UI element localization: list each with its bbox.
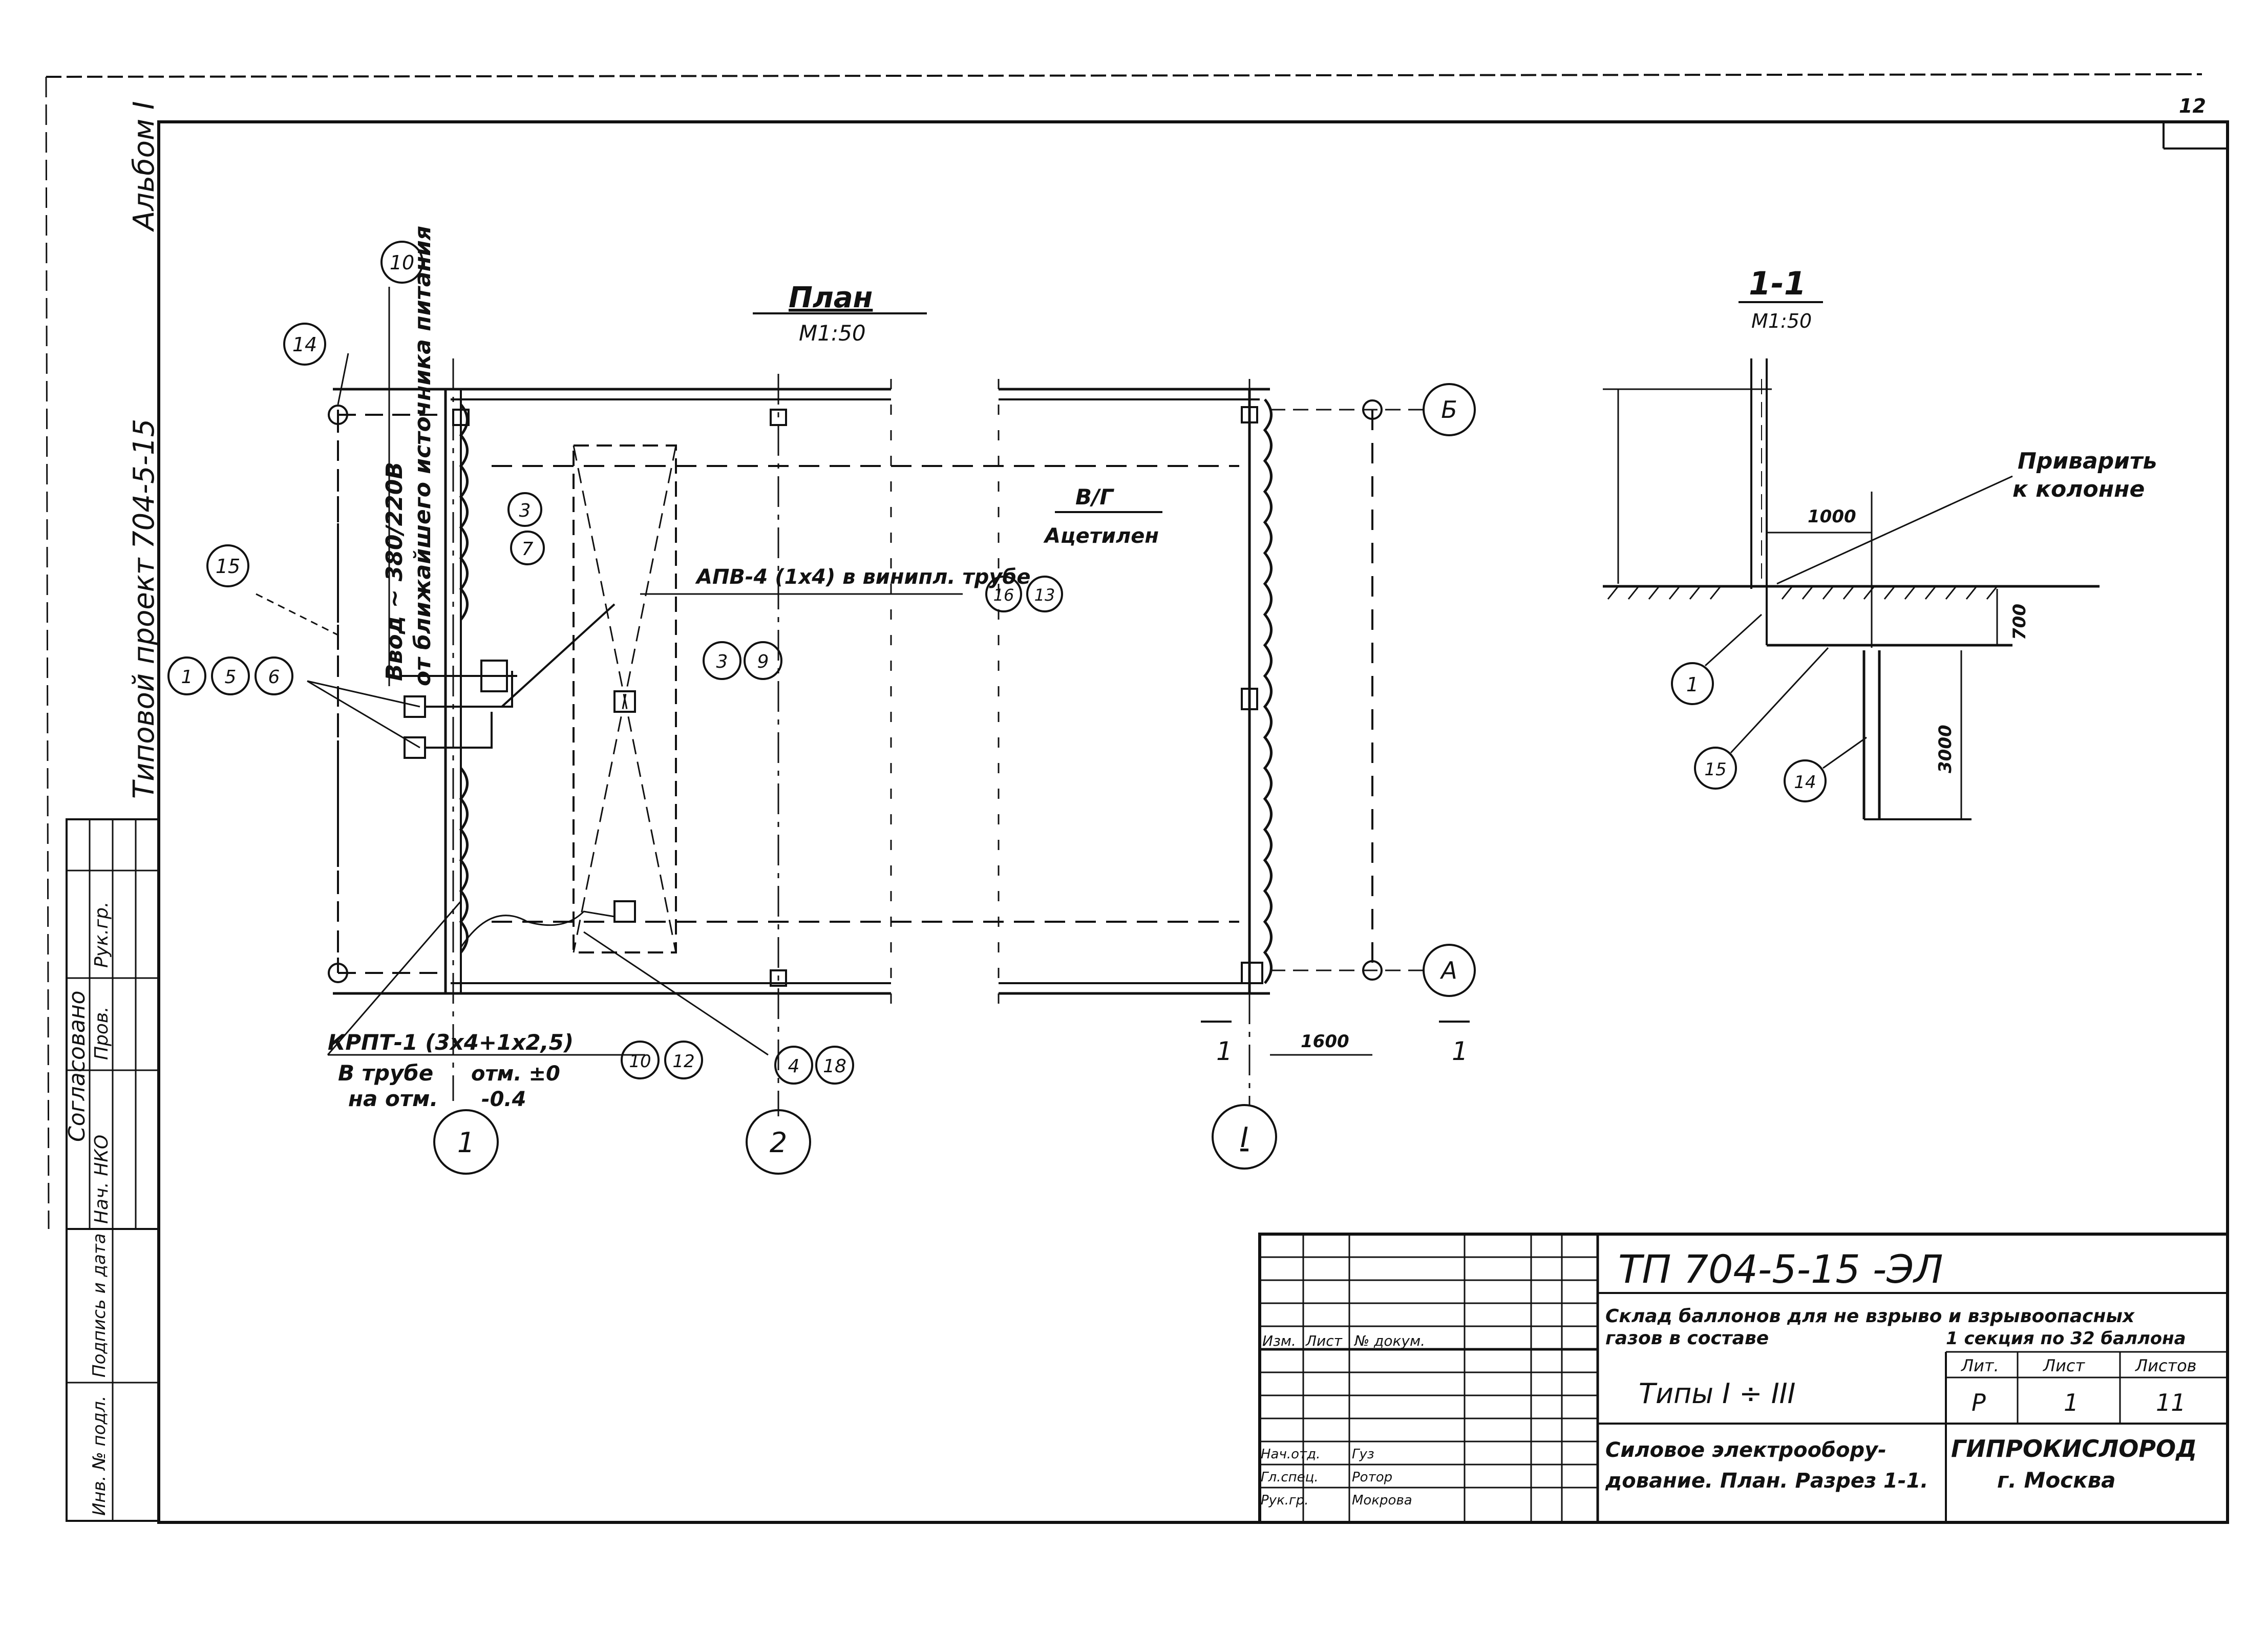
dim-700: 700 [2009,604,2030,640]
inv-label: Инв. № подл. [89,1395,110,1516]
input-label: Ввод ~ 380/220В [381,462,408,681]
weld-note-1: Приварить [2018,448,2157,474]
section-balloon-14: 14 [1794,772,1816,793]
balloon-18: 18 [823,1056,846,1077]
approval-title: Согласовано [64,990,90,1142]
plan-scale: М1:50 [799,321,866,346]
source-label: от ближайшего источника питания [410,226,436,686]
balloon-9: 9 [757,651,769,672]
balloon-3b: 3 [716,651,728,672]
dim-1600: 1600 [1301,1031,1349,1052]
approval-row-3: Рук.гр. [91,902,112,968]
tb-row-glspec: Гл.спец. [1261,1470,1319,1485]
balloon-5: 5 [225,667,237,688]
axis-markers: 1 2 I Б А [433,383,1476,1175]
tb-code: ТП 704-5-15 -ЭЛ [1618,1246,1943,1292]
section-balloon-15: 15 [1704,759,1726,780]
tb-name-2: Ротор [1352,1470,1392,1485]
dim-3000: 3000 [1935,725,1956,773]
pipe-note-2: на отм. [348,1086,438,1111]
balloon-16: 16 [993,585,1014,605]
weld-note-2: к колонне [2012,476,2145,502]
tb-row-list: Лист [1305,1332,1343,1349]
approval-row-2: Пров. [91,1006,112,1060]
axis-2: 2 [770,1127,787,1159]
section-mark-left: 1 [1216,1036,1233,1066]
dim-1000: 1000 [1808,506,1856,527]
balloon-10b: 10 [629,1051,651,1072]
axis-I: I [1240,1121,1248,1154]
level-1: отм. ±0 [471,1062,560,1086]
balloon-15: 15 [216,555,240,578]
balloon-1: 1 [181,667,193,688]
level-2: -0.4 [481,1088,526,1111]
balloon-10: 10 [390,251,414,274]
tb-organization: ГИПРОКИСЛОРОД [1951,1435,2197,1462]
tb-city: г. Москва [1997,1468,2116,1493]
tb-drawing-name-1: Силовое электрообору- [1605,1438,1887,1462]
pipe-note-1: В трубе [338,1061,433,1086]
vessel-note-1: В/Г [1075,484,1114,510]
balloon-12: 12 [672,1051,694,1072]
tb-desc-2: газов в составе [1605,1328,1769,1349]
tb-name-1: Гуз [1352,1447,1374,1462]
tb-types: Типы I ÷ III [1639,1377,1795,1410]
sheet-number: 12 [2179,95,2206,117]
balloon-4: 4 [788,1056,800,1077]
tb-stage-header: Лит. [1961,1356,1999,1375]
tb-sheets: 11 [2156,1389,2186,1416]
title-block: Изм. Лист № докум. Нач.отд. Гл.спец. Рук… [1258,1233,2229,1524]
vessel-note-2: Ацетилен [1043,524,1159,548]
tb-row-nach: Нач.отд. [1261,1447,1320,1462]
section-mark-right: 1 [1452,1036,1468,1066]
section-scale: М1:50 [1751,310,1812,332]
section-view: 1-1 М1:50 1000 700 3000 Приварить к коло… [1603,265,2157,820]
tb-desc-1: Склад баллонов для не взрыво и взрывоопа… [1605,1306,2135,1327]
balloon-6: 6 [268,667,280,688]
sheet-frame [45,73,2229,1524]
balloon-13: 13 [1034,585,1055,605]
tb-row-doc: № докум. [1353,1332,1425,1349]
cable-krpt-label: КРПТ-1 (3х4+1х2,5) [328,1030,574,1055]
cable-apv-label: АПВ-4 (1х4) в винипл. трубе [695,565,1030,589]
album-label: Альбом I [128,101,161,232]
tb-desc-3: 1 секция по 32 баллона [1946,1328,2186,1349]
balloon-7: 7 [522,539,534,560]
tb-row-rukgr: Рук.гр. [1261,1493,1308,1508]
axis-1: 1 [457,1127,475,1159]
balloon-3a: 3 [519,500,531,521]
tb-row-izm: Изм. [1262,1332,1296,1349]
wavy-wall-left [459,404,469,953]
approval-block: Согласовано Нач. НКО Пров. Рук.гр. Подпи… [64,818,160,1522]
project-label: Типовой проект 704-5-15 [128,419,161,799]
plan-title: План [789,281,873,314]
tb-drawing-name-2: дование. План. Разрез 1-1. [1605,1469,1928,1493]
section-balloon-1: 1 [1686,673,1699,696]
tb-name-3: Мокрова [1352,1493,1412,1508]
tb-sheet-header: Лист [2043,1356,2085,1375]
axis-B: Б [1441,396,1457,423]
section-title: 1-1 [1749,265,1806,302]
approval-row-1: Нач. НКО [91,1135,112,1224]
sign-date-label: Подпись и дата [89,1233,110,1377]
tb-stage: Р [1972,1389,1986,1416]
tb-sheet: 1 [2064,1389,2079,1416]
balloon-14: 14 [292,333,317,356]
plan-balloons: 14 10 15 3 7 1 5 6 3 9 16 13 4 [167,241,1063,1085]
axis-A: А [1439,957,1457,984]
side-stamp: Альбом I Типовой проект 704-5-15 [128,101,161,799]
tb-sheets-header: Листов [2135,1356,2197,1375]
plan-view: План М1:50 [167,226,1476,1175]
wavy-wall-right [1263,398,1273,984]
